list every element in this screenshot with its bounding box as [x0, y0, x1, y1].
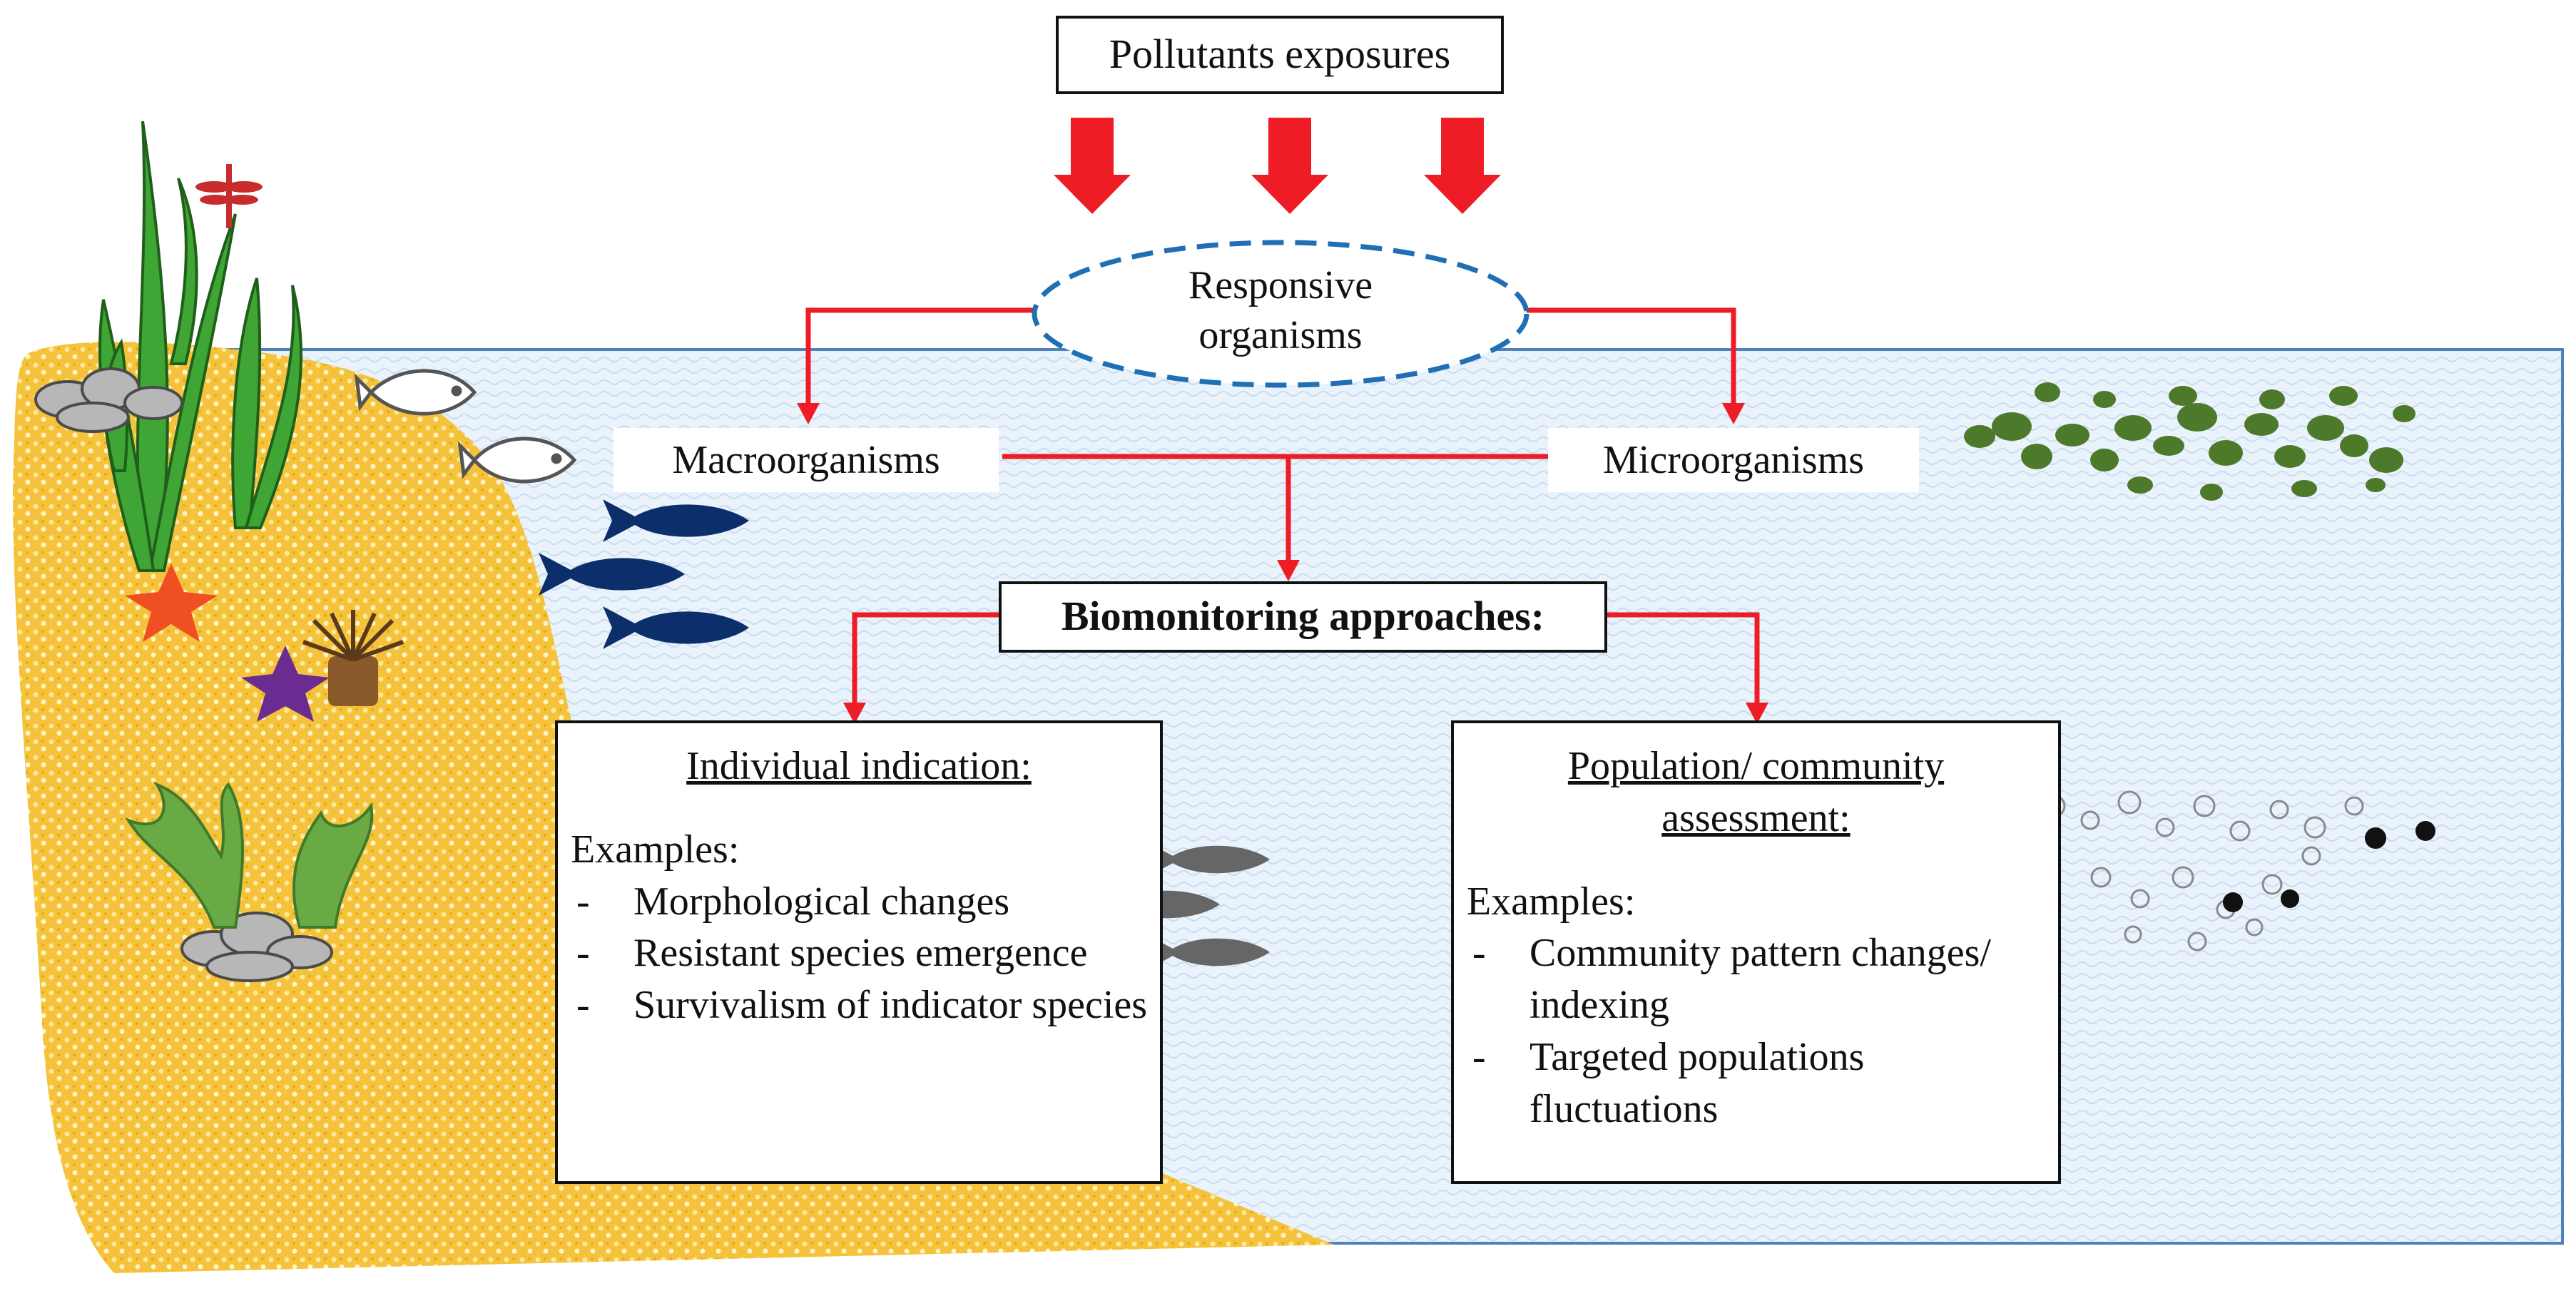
exposure-arrows: [1054, 118, 1501, 214]
list-item: Resistant species emergence: [571, 927, 1160, 979]
microorganisms-label: Microorganisms: [1548, 428, 1919, 492]
anemone-icon: [302, 610, 404, 706]
exposure-arrow-1: [1054, 118, 1131, 214]
list-item: Survivalism of indicator species: [571, 979, 1160, 1031]
algae-cluster-icon: [1964, 382, 2415, 501]
individual-indication-title: Individual indication:: [686, 744, 1032, 788]
individual-indication-box: Individual indication: Examples: Morphol…: [555, 720, 1163, 1184]
responsive-ellipse: [1032, 240, 1529, 388]
biomonitoring-approaches-box: Biomonitoring approaches:: [999, 581, 1607, 653]
examples-label: Examples:: [571, 827, 740, 872]
pollutants-exposures-box: Pollutants exposures: [1056, 16, 1504, 94]
macroorganisms-label: Macroorganisms: [614, 428, 999, 492]
responsive-organisms-label: Responsive organisms: [1188, 263, 1373, 357]
connector-lines: [805, 307, 1760, 703]
examples-list: Morphological changes Resistant species …: [558, 876, 1160, 1031]
coral-icon: [125, 781, 374, 929]
fish-outline-icon: [354, 369, 577, 484]
sand-shore: [13, 342, 1335, 1273]
examples-label: Examples:: [1467, 879, 1636, 924]
seagrass-icon: [98, 121, 303, 572]
rock-pile-icon: [34, 367, 333, 982]
dragonfly-icon: [195, 164, 263, 228]
population-community-title: Population/ community assessment:: [1567, 744, 1945, 840]
exposure-arrow-2: [1251, 118, 1328, 214]
starfish-icon: [125, 563, 330, 722]
list-item: Morphological changes: [571, 876, 1160, 928]
connector-arrowheads: [797, 403, 1768, 724]
exposure-arrow-3: [1424, 118, 1501, 214]
list-item: Community pattern changes/ indexing: [1467, 927, 2058, 1031]
examples-list: Community pattern changes/ indexing Targ…: [1454, 927, 2058, 1135]
population-community-box: Population/ community assessment: Exampl…: [1451, 720, 2061, 1184]
list-item: Targeted populations fluctuations: [1467, 1031, 2058, 1136]
